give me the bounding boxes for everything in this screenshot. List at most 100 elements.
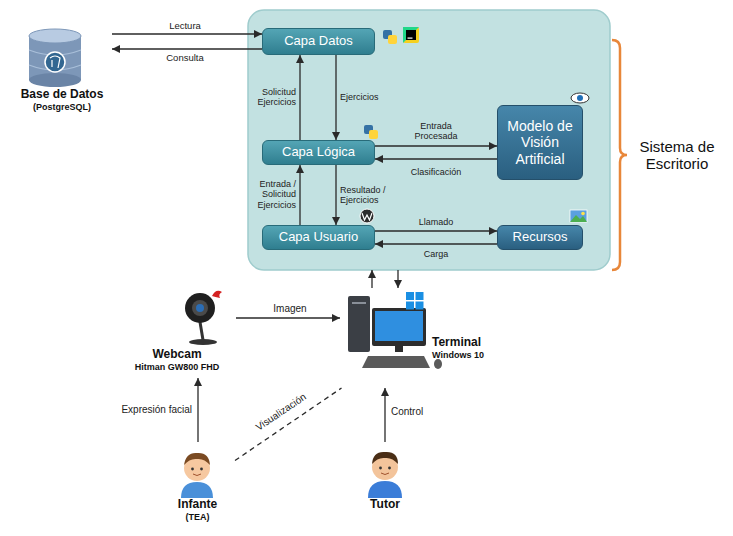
edge-label: Expresión facial — [121, 404, 192, 416]
child-node: Infante(TEA) — [160, 442, 235, 530]
computer-icon — [348, 296, 370, 352]
eye-icon — [571, 93, 589, 103]
system-fill — [248, 10, 610, 270]
node-title: Base de Datos — [21, 88, 104, 102]
edge-label: Clasificación — [411, 167, 462, 177]
tutor-figure — [372, 452, 398, 464]
connector-arrow — [397, 270, 398, 288]
dashed-connector — [235, 388, 342, 460]
python-logo — [369, 130, 378, 139]
webcam-node: WebcamHitman GW800 FHD — [118, 286, 236, 378]
ide-logo — [408, 38, 413, 39]
edge-label: Solicitud Ejercicios — [250, 87, 296, 108]
tutor-figure — [368, 481, 402, 498]
edge-label: Ejercicios — [340, 92, 379, 102]
layer-box: Capa Lógica — [262, 140, 375, 165]
edge-label: Carga — [424, 249, 449, 259]
database-node: Base de Datos(PostgreSQL) — [12, 22, 112, 118]
computer-icon — [372, 308, 426, 346]
database-icon — [29, 73, 81, 87]
connector-arrow — [375, 230, 497, 231]
orange-bracket — [612, 40, 627, 270]
node-title: Tutor — [370, 498, 400, 512]
node-title: Sistema de Escritorio — [626, 138, 728, 173]
resources-box: Recursos — [497, 225, 583, 250]
ui-library-logo — [362, 213, 372, 220]
connector-arrow — [112, 33, 262, 34]
connector-arrow — [335, 165, 336, 225]
tutor-figure — [388, 467, 391, 470]
child-figure — [181, 482, 213, 498]
connector-arrow — [335, 55, 336, 140]
database-icon — [29, 29, 81, 43]
ide-logo — [403, 27, 419, 43]
node-title: Capa Usuario — [279, 230, 359, 245]
edge-label: Entrada / Solicitud Ejercicios — [250, 179, 296, 210]
edge-label: Lectura — [169, 21, 201, 32]
terminal-node: TerminalWindows 10 — [340, 288, 490, 388]
node-title: Terminal — [432, 336, 481, 350]
node-title: Recursos — [513, 230, 568, 245]
image-icon — [570, 210, 587, 222]
node-subtitle: Windows 10 — [432, 350, 484, 360]
tutor-node: Tutor — [345, 442, 425, 522]
child-figure — [200, 468, 203, 471]
edge-label: Consulta — [166, 53, 204, 64]
webcam-icon — [212, 291, 222, 298]
connector-arrow — [375, 158, 497, 159]
node-subtitle: Hitman GW800 FHD — [135, 362, 220, 372]
connector-arrow — [371, 270, 372, 288]
system-container: Sistema de EscritorioCapa DatosCapa Lógi… — [248, 10, 610, 270]
computer-icon — [395, 346, 403, 352]
child-figure — [181, 453, 213, 498]
computer-icon — [434, 359, 442, 369]
node-title: Capa Datos — [284, 34, 353, 49]
webcam-icon — [185, 291, 222, 345]
webcam-icon — [189, 339, 217, 345]
ide-logo — [403, 27, 419, 43]
webcam-icon — [196, 304, 204, 312]
node-title: Infante — [178, 498, 217, 512]
edge-label: Entrada Procesada — [405, 121, 467, 142]
connector-arrow — [299, 55, 300, 140]
node-subtitle: (TEA) — [186, 512, 210, 522]
ide-logo — [406, 30, 416, 40]
database-icon — [29, 29, 81, 87]
layer-box: Capa Datos — [262, 28, 375, 55]
database-icon — [45, 52, 65, 72]
python-logo — [388, 35, 397, 44]
edge-label: Llamado — [419, 217, 454, 227]
edge-label: Resultado / Ejercicios — [340, 185, 396, 206]
connector-arrow — [375, 145, 497, 146]
image-icon — [570, 210, 587, 222]
node-title: Capa Lógica — [282, 145, 355, 160]
edge-label: Imagen — [273, 303, 306, 315]
image-icon — [581, 212, 585, 216]
child-figure — [191, 468, 194, 471]
computer-icon — [348, 292, 442, 369]
computer-icon — [362, 356, 430, 368]
connector-arrow — [236, 317, 340, 318]
ide-logo — [403, 27, 419, 43]
edge-label: Control — [391, 406, 423, 418]
tutor-figure — [381, 473, 389, 475]
webcam-icon — [200, 322, 203, 340]
system-box — [248, 10, 610, 270]
layer-box: Capa Usuario — [262, 225, 375, 250]
node-title: Webcam — [152, 348, 201, 362]
node-subtitle: (PostgreSQL) — [33, 102, 91, 112]
connector-arrow — [299, 165, 300, 225]
connector-arrow — [384, 388, 385, 442]
computer-icon — [406, 292, 414, 300]
webcam-icon — [192, 300, 208, 316]
webcam-icon — [185, 293, 215, 323]
python-logo — [364, 125, 378, 139]
computer-icon — [416, 302, 424, 310]
connector-arrow — [375, 243, 497, 244]
computer-icon — [352, 302, 366, 304]
computer-icon — [416, 292, 424, 300]
database-icon — [50, 56, 60, 68]
eye-icon — [571, 93, 589, 103]
